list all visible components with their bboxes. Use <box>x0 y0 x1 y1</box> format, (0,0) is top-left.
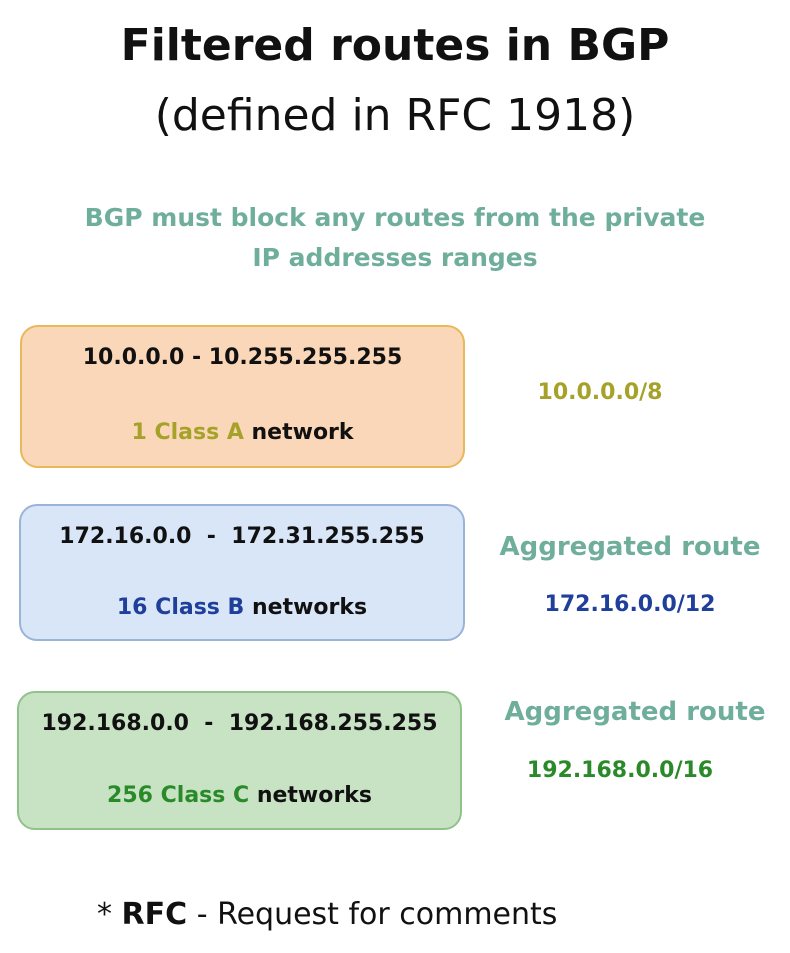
footnote-star: * <box>97 897 122 932</box>
class-c-aggregated-label: Aggregated route <box>504 697 766 727</box>
class-a-count: 1 <box>131 420 147 445</box>
class-b-aggregated-label: Aggregated route <box>499 532 761 562</box>
class-c-range: 192.168.0.0 - 192.168.255.255 <box>41 711 438 736</box>
class-b-box: 172.16.0.0 - 172.31.255.255 16 Class B n… <box>19 504 465 641</box>
class-c-suffix: networks <box>249 783 372 808</box>
page-title: Filtered routes in BGP <box>120 20 670 71</box>
class-b-count: 16 <box>116 595 148 620</box>
footnote: * RFC - Request for comments <box>97 897 557 932</box>
class-b-route: 172.16.0.0/12 <box>544 592 716 617</box>
class-c-description: 256 Class C networks <box>19 783 460 808</box>
class-a-suffix: network <box>243 420 354 445</box>
class-a-description: 1 Class A network <box>22 420 463 445</box>
class-b-range: 172.16.0.0 - 172.31.255.255 <box>59 524 425 549</box>
description: BGP must block any routes from the priva… <box>0 198 790 278</box>
footnote-term: RFC <box>121 897 188 932</box>
class-a-route: 10.0.0.0/8 <box>537 380 663 405</box>
description-line-1: BGP must block any routes from the priva… <box>84 203 706 232</box>
class-a-range: 10.0.0.0 - 10.255.255.255 <box>82 345 403 370</box>
page-subtitle: (defined in RFC 1918) <box>154 90 636 141</box>
class-b-description: 16 Class B networks <box>21 595 463 620</box>
class-c-label: Class C <box>160 783 250 808</box>
class-c-route: 192.168.0.0/16 <box>526 758 714 783</box>
class-c-count: 256 <box>107 783 153 808</box>
class-c-box: 192.168.0.0 - 192.168.255.255 256 Class … <box>17 691 462 830</box>
class-b-label: Class B <box>155 595 245 620</box>
class-a-label: Class A <box>154 420 244 445</box>
class-b-suffix: networks <box>244 595 368 620</box>
class-a-box: 10.0.0.0 - 10.255.255.255 1 Class A netw… <box>20 325 465 468</box>
description-line-2: IP addresses ranges <box>252 243 538 272</box>
footnote-definition: - Request for comments <box>187 897 558 932</box>
